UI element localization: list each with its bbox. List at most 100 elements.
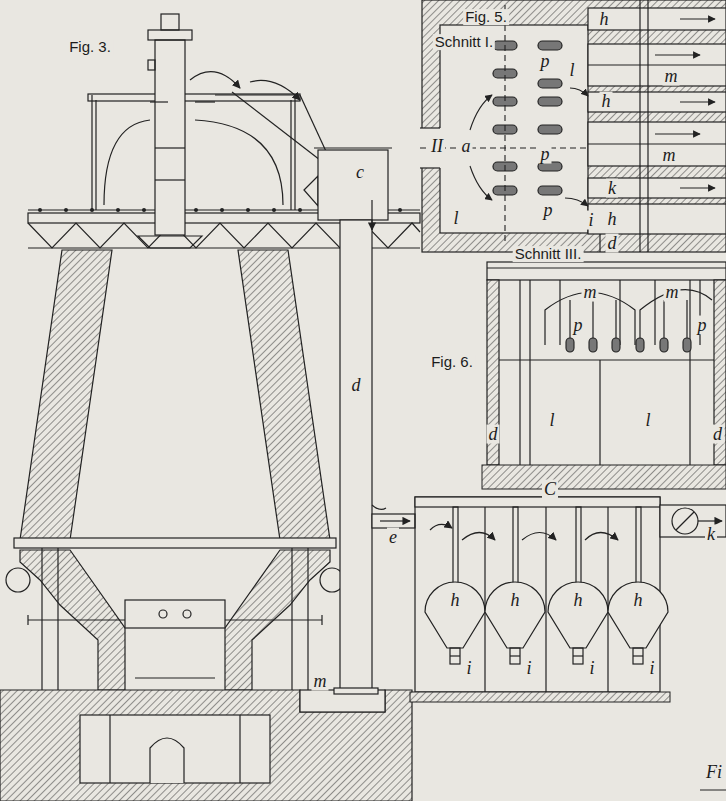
- fig6-slots-part: [660, 338, 668, 352]
- fig6-cross-section-part: [487, 280, 499, 465]
- dust-catcher-part: [462, 533, 495, 541]
- part-letter: p: [542, 201, 555, 220]
- part-letter: h: [598, 10, 611, 29]
- railing-posts-part: [38, 208, 42, 212]
- fig6-cross-section-part: [592, 300, 593, 338]
- railing-posts-part: [272, 208, 276, 212]
- dust-catcher-part: [485, 582, 545, 648]
- foundation-part: [150, 738, 184, 783]
- furnace-shaft-part: [27, 615, 28, 625]
- railing-posts-part: [398, 208, 402, 212]
- fig6-cross-section-part: [559, 280, 560, 345]
- fig6-cross-section-part: [529, 280, 530, 465]
- furnace-top-structure-part: [290, 100, 291, 210]
- dust-catcher-part: [585, 533, 618, 541]
- furnace-top-structure: [28, 14, 420, 248]
- fig5-flow-arrows-part: [680, 18, 715, 19]
- furnace-shaft-part: [291, 548, 292, 690]
- furnace-top-structure-part: [95, 100, 96, 210]
- part-letter: l: [643, 411, 652, 430]
- fig5-plan-section-part: [647, 0, 648, 252]
- fig5-plan-section-part: [599, 234, 600, 252]
- dust-catcher-part: [676, 512, 694, 530]
- fig5-flow-arrows-part: [470, 95, 492, 130]
- fig6-cross-section-part: [569, 300, 570, 338]
- foundation-part: [80, 715, 270, 783]
- railing-posts-part: [142, 208, 146, 212]
- fig5-flow-arrows-part: [570, 88, 588, 96]
- dust-catcher-part: [425, 582, 485, 648]
- furnace-shaft-part: [6, 568, 30, 592]
- part-letter: d: [350, 376, 363, 395]
- fig6-cross-section-part: [615, 300, 616, 338]
- dust-catcher-part: [484, 507, 485, 692]
- fig5-flow-arrows-part: [470, 166, 492, 200]
- fig6-slots-part: [589, 338, 597, 352]
- fig5-plan-section-part: [420, 127, 440, 128]
- fig5-flow-arrows-part: [680, 187, 715, 188]
- part-letter: h: [632, 591, 645, 610]
- part-letter: p: [572, 316, 585, 335]
- fig5-plan-section-part: [588, 143, 726, 144]
- dust-catcher-part: [453, 507, 458, 587]
- figure-caption: Schnitt III.: [513, 246, 584, 262]
- fig5-flow-arrows-part: [680, 101, 715, 102]
- figure-caption: Schnitt I.: [433, 34, 495, 50]
- part-letter: p: [539, 145, 552, 164]
- fig5-plan-section-part: [588, 8, 726, 30]
- fig6-base: [482, 465, 726, 489]
- fig5-plan-section-part: [588, 122, 726, 166]
- downcomer-pipe-part: [334, 688, 378, 694]
- fig6-cross-section-part: [699, 280, 700, 345]
- part-letter: i: [464, 659, 473, 678]
- fig5-plan-section-part: [588, 44, 726, 86]
- fig5-slots-part: [538, 186, 562, 195]
- furnace-shaft-part: [125, 600, 225, 628]
- fig5-plan-section-part: [588, 64, 726, 65]
- part-letter: d: [711, 425, 724, 444]
- fig6-cross-section-part: [599, 360, 600, 465]
- fig5-plan-section-part: [588, 178, 726, 198]
- part-letter: h: [449, 591, 462, 610]
- fig5-flow-arrows-part: [565, 198, 588, 206]
- furnace-top-structure-part: [150, 101, 168, 102]
- fig6-cross-section-part: [487, 262, 726, 280]
- gas-flow-arrows: [190, 72, 300, 100]
- dust-catcher-part: [698, 520, 722, 521]
- fig6-cross-section-part: [686, 300, 687, 338]
- foundation-part: [0, 690, 412, 801]
- dust-catcher-part: [430, 524, 452, 530]
- part-letter: l: [547, 411, 556, 430]
- fig6-slots-part: [566, 338, 574, 352]
- fig6-cross-section-part: [619, 280, 620, 345]
- dust-catcher-part: [607, 507, 608, 692]
- dust-catcher-part: [576, 507, 581, 587]
- fig5-slots: [493, 41, 562, 195]
- dust-catcher-part: [510, 655, 520, 656]
- dust-catcher-part: [513, 507, 518, 587]
- furnace-shaft-part: [321, 615, 322, 625]
- fig5-flow-arrows: [420, 5, 715, 245]
- part-letter: m: [663, 67, 680, 86]
- furnace-shaft-part: [14, 538, 336, 548]
- furnace-top-structure-part: [91, 95, 92, 210]
- dust-catcher-part: [636, 507, 641, 587]
- furnace-top-structure-part: [148, 60, 155, 70]
- fig6-slots-part: [612, 338, 620, 352]
- foundation-part: [109, 715, 110, 783]
- fig5-flow-arrows-part: [655, 54, 700, 55]
- fig6-cross-section-part: [663, 300, 664, 338]
- fig6-slots-part: [636, 338, 644, 352]
- furnace-shaft-part: [225, 550, 330, 690]
- part-letter: p: [696, 316, 709, 335]
- fig6-slots-part: [683, 338, 691, 352]
- downcomer-pipe-part: [314, 147, 392, 148]
- furnace-shaft-part: [20, 550, 125, 690]
- furnace-shaft-part: [183, 610, 191, 618]
- fig5-flow-arrows-part: [655, 133, 700, 134]
- furnace-shaft-part: [41, 548, 42, 690]
- downcomer-pipe-part: [372, 505, 386, 509]
